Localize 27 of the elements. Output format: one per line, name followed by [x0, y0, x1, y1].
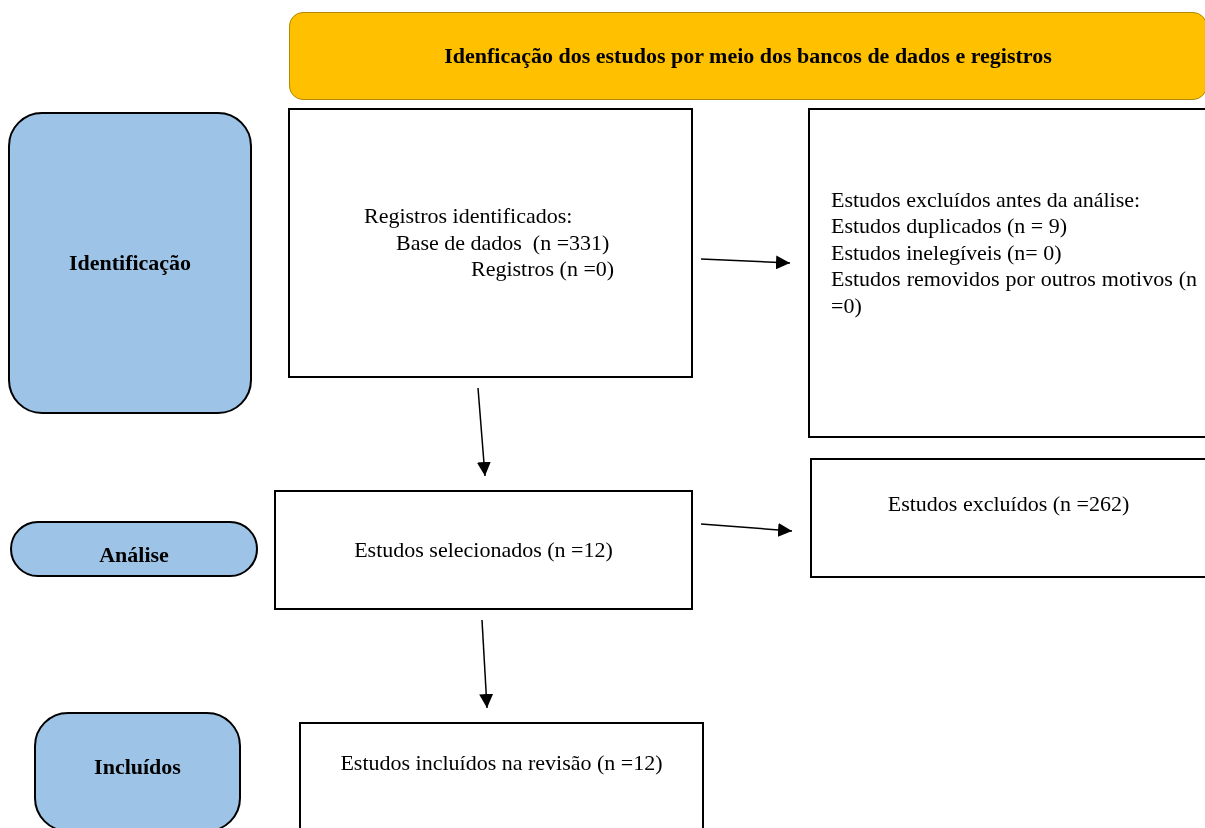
process-box [808, 108, 1205, 438]
node-text: Estudos incluídos na revisão (n =12) [339, 749, 664, 777]
stage-label [34, 712, 241, 828]
process-box [810, 458, 1205, 578]
node-text: Registros (n =0) [470, 256, 616, 283]
node-text: Estudos excluídos (n =262) [886, 490, 1131, 518]
stage-label [10, 521, 258, 577]
node-text: Incluídos [94, 753, 181, 781]
node-text: Estudos removidos por outros motivos (n =0) [831, 266, 1197, 319]
node-text: Idenficação dos estudos por meio dos bancos de dados e registros [443, 42, 1053, 70]
node-text: Base de dados (n =331) [395, 229, 611, 257]
node-text: Estudos inelegíveis (n= 0) [831, 239, 1063, 267]
arrow [476, 387, 491, 477]
node-text: Estudos excluídos antes da análise: [831, 187, 1142, 214]
node-text: Estudos duplicados (n = 9) [831, 213, 1069, 240]
arrow [479, 619, 494, 709]
process-box [288, 108, 693, 378]
node-text: Análise [99, 541, 169, 569]
node-text: Identificação [68, 249, 192, 277]
arrow [700, 255, 791, 270]
process-box [274, 490, 693, 610]
node-text: Registros identificados: [363, 203, 574, 230]
process-box [299, 722, 704, 828]
node-text: Estudos selecionados (n =12) [353, 536, 614, 564]
stage-label [8, 112, 252, 414]
header-banner [289, 12, 1205, 100]
arrow [700, 522, 793, 537]
